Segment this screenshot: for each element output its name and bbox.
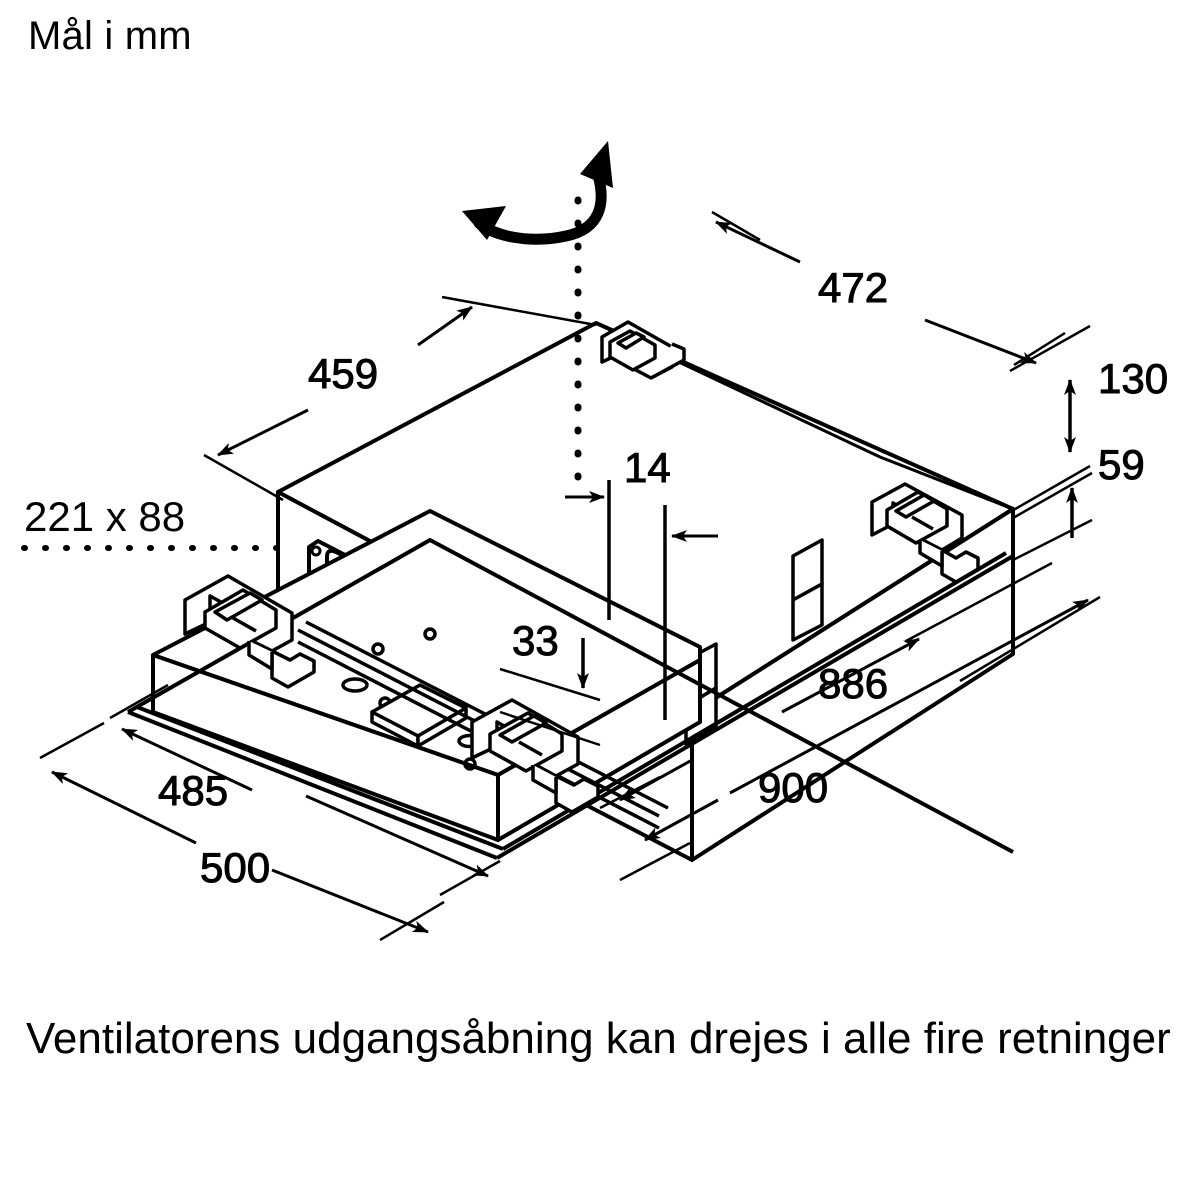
dimension-label-472: 472 bbox=[818, 264, 888, 311]
dimension-485: 485 bbox=[109, 683, 501, 897]
mounting-clip-right bbox=[870, 482, 980, 584]
dimension-label-14: 14 bbox=[624, 444, 671, 491]
rotation-double-arrow-icon bbox=[462, 141, 613, 245]
dimension-886: 886 bbox=[599, 561, 1053, 810]
dimension-label-459: 459 bbox=[308, 350, 378, 397]
dimension-500: 500 bbox=[39, 721, 445, 942]
dimension-label-886: 886 bbox=[818, 660, 888, 707]
dimension-label-900: 900 bbox=[758, 764, 828, 811]
base-plate-details bbox=[341, 627, 494, 771]
hood-base-plate bbox=[151, 509, 702, 842]
dimension-label-130: 130 bbox=[1098, 355, 1168, 402]
dimension-900: 900 bbox=[619, 595, 1101, 882]
dimension-label-221x88: 221 x 88 bbox=[24, 493, 185, 540]
mounting-clip-bottom-center bbox=[470, 698, 600, 814]
dimension-14: 14 bbox=[565, 444, 718, 720]
dimension-label-33: 33 bbox=[512, 617, 559, 664]
figure-caption: Ventilatorens udgangsåbning kan drejes i… bbox=[26, 1014, 1171, 1063]
dimension-472: 472 bbox=[711, 210, 1066, 367]
dimension-label-500: 500 bbox=[200, 844, 270, 891]
dimension-label-59: 59 bbox=[1098, 441, 1145, 488]
dimension-459: 459 bbox=[203, 295, 597, 502]
dimension-duct-outlet: 221 x 88 bbox=[21, 493, 285, 551]
dimension-130: 130 bbox=[1009, 324, 1169, 514]
dimension-label-485: 485 bbox=[158, 767, 228, 814]
mounting-clip-top bbox=[600, 320, 686, 380]
dimension-59: 59 bbox=[1012, 441, 1145, 562]
mounting-clip-left bbox=[183, 574, 316, 689]
page-title: Mål i mm bbox=[28, 14, 192, 58]
dimension-33: 33 bbox=[499, 617, 601, 747]
